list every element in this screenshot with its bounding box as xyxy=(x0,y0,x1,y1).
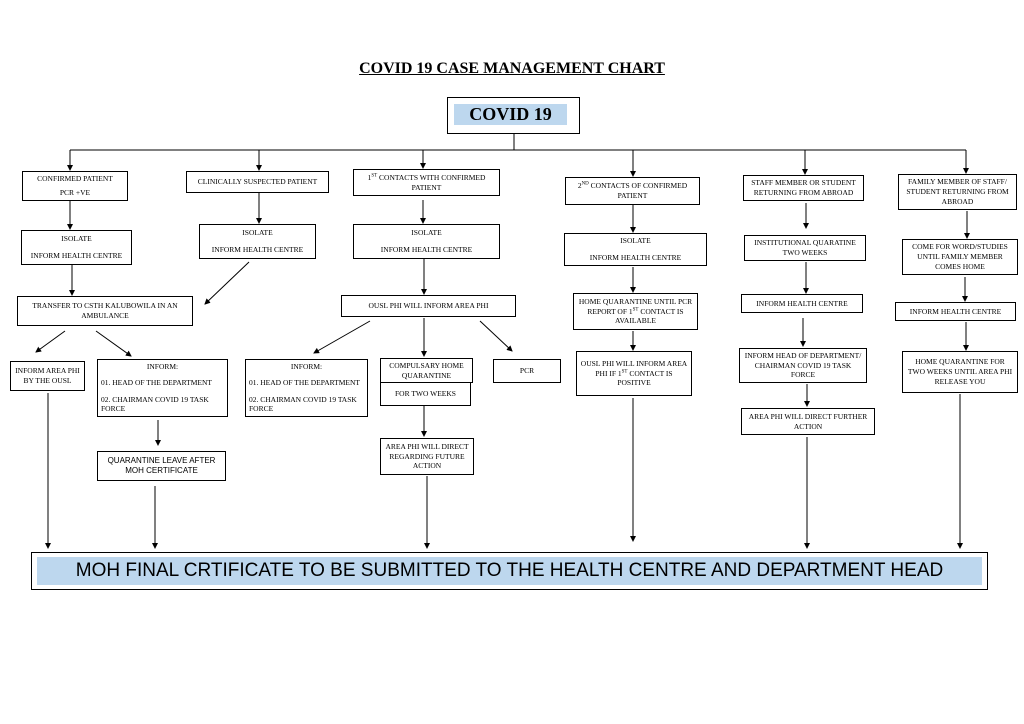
area-phi-future-label: AREA PHI WILL DIRECT REGARDING FUTURE AC… xyxy=(385,441,469,471)
two-weeks-label: FOR TWO WEEKS xyxy=(395,389,456,399)
ousl-phi-positive-box: OUSL PHI WILL INFORM AREA PHI IF 1ST CON… xyxy=(576,351,692,396)
come-for-work-label: COME FOR WORD/STUDIES UNTIL FAMILY MEMBE… xyxy=(912,242,1008,271)
isolate-label: ISOLATE xyxy=(411,228,442,238)
ousl-phi-positive-label: OUSL PHI WILL INFORM AREA PHI IF 1ST CON… xyxy=(580,358,688,388)
arrow-c3-inform xyxy=(313,320,371,354)
confirmed-patient-label: CONFIRMED PATIENT xyxy=(37,174,113,183)
two-weeks-box: FOR TWO WEEKS xyxy=(380,382,471,406)
inform-item-chairman: 02. CHAIRMAN COVID 19 TASK FORCE xyxy=(249,394,357,414)
ousl-phi-label: OUSL PHI WILL INFORM AREA PHI xyxy=(368,301,489,311)
family-member-box: FAMILY MEMBER OF STAFF/ STUDENT RETURNIN… xyxy=(898,174,1017,210)
second-contacts-box: 2ND CONTACTS OF CONFIRMED PATIENT xyxy=(565,177,700,205)
inform-health-centre-label: INFORM HEALTH CENTRE xyxy=(380,245,473,254)
inform-health-centre-label: INFORM HEALTH CENTRE xyxy=(589,253,682,262)
col3-isolate-box: ISOLATE INFORM HEALTH CENTRE xyxy=(353,224,500,259)
inform-item-head: 01. HEAD OF THE DEPARTMENT xyxy=(249,378,361,388)
staff-returning-box: STAFF MEMBER OR STUDENT RETURNING FROM A… xyxy=(743,175,864,201)
col6-inform-health-centre-box: INFORM HEALTH CENTRE xyxy=(895,302,1016,321)
col5-inform-health-centre-box: INFORM HEALTH CENTRE xyxy=(741,294,863,313)
col3-inform-box: INFORM: 01. HEAD OF THE DEPARTMENT 02. C… xyxy=(245,359,368,417)
inform-health-centre-label: INFORM HEALTH CENTRE xyxy=(756,298,848,308)
clinically-suspected-box: CLINICALLY SUSPECTED PATIENT xyxy=(186,171,329,193)
inform-item-chairman: 02. CHAIRMAN COVID 19 TASK FORCE xyxy=(101,394,209,414)
transfer-label: TRANSFER TO CSTH KALUBOWILA IN AN AMBULA… xyxy=(32,301,178,320)
arrow-c2-transfer xyxy=(204,261,250,305)
second-contacts-label: 2ND CONTACTS OF CONFIRMED PATIENT xyxy=(577,181,688,200)
inform-health-centre-label: INFORM HEALTH CENTRE xyxy=(211,245,304,254)
inform-area-phi-label: INFORM AREA PHI BY THE OUSL xyxy=(15,366,80,385)
inform-title: INFORM: xyxy=(146,362,179,371)
isolate-label: ISOLATE xyxy=(61,234,92,244)
quarantine-leave-box: QUARANTINE LEAVE AFTER MOH CERTIFICATE xyxy=(97,451,226,481)
pcr-label: PCR xyxy=(519,366,535,376)
chart-title: COVID 19 CASE MANAGEMENT CHART xyxy=(359,60,665,77)
arrow-c3-pcr xyxy=(479,320,513,352)
institutional-quarantine-box: INSTITUTIONAL QUARATINE TWO WEEKS xyxy=(744,235,866,261)
col1-isolate-box: ISOLATE INFORM HEALTH CENTRE xyxy=(21,230,132,265)
final-certificate-label: MOH FINAL CRTIFICATE TO BE SUBMITTED TO … xyxy=(37,557,982,585)
isolate-label: ISOLATE xyxy=(620,236,651,246)
clinically-suspected-label: CLINICALLY SUSPECTED PATIENT xyxy=(197,177,318,187)
inform-head-department-box: INFORM HEAD OF DEPARTMENT/ CHAIRMAN COVI… xyxy=(739,348,867,383)
institutional-quarantine-label: INSTITUTIONAL QUARATINE TWO WEEKS xyxy=(754,238,856,257)
inform-area-phi-box: INFORM AREA PHI BY THE OUSL xyxy=(10,361,85,391)
inform-head-department-label: INFORM HEAD OF DEPARTMENT/ CHAIRMAN COVI… xyxy=(744,350,862,380)
compulsary-quarantine-box: COMPULSARY HOME QUARANTINE xyxy=(380,358,473,383)
come-for-work-box: COME FOR WORD/STUDIES UNTIL FAMILY MEMBE… xyxy=(902,239,1018,275)
confirmed-patient-box: CONFIRMED PATIENT PCR +VE xyxy=(22,171,128,201)
col2-isolate-box: ISOLATE INFORM HEALTH CENTRE xyxy=(199,224,316,259)
first-contacts-box: 1ST CONTACTS WITH CONFIRMED PATIENT xyxy=(353,169,500,196)
quarantine-leave-label: QUARANTINE LEAVE AFTER MOH CERTIFICATE xyxy=(107,455,216,475)
arrow-c1-inform xyxy=(95,330,132,357)
arrow-c1-inform-phi xyxy=(35,330,66,353)
area-phi-future-box: AREA PHI WILL DIRECT REGARDING FUTURE AC… xyxy=(380,438,474,475)
home-quarantine-release-box: HOME QUARANTINE FOR TWO WEEKS UNTIL AREA… xyxy=(902,351,1018,393)
inform-item-head: 01. HEAD OF THE DEPARTMENT xyxy=(101,378,213,388)
pcr-box: PCR xyxy=(493,359,561,383)
pcr-positive-label: PCR +VE xyxy=(59,188,91,198)
staff-returning-label: STAFF MEMBER OR STUDENT RETURNING FROM A… xyxy=(751,178,856,197)
inform-health-centre-label: INFORM HEALTH CENTRE xyxy=(909,306,1002,316)
home-quarantine-pcr-box: HOME QUARANTINE UNTIL PCR REPORT OF 1ST … xyxy=(573,293,698,330)
first-contacts-label: 1ST CONTACTS WITH CONFIRMED PATIENT xyxy=(367,172,486,192)
compulsary-quarantine-label: COMPULSARY HOME QUARANTINE xyxy=(389,360,464,380)
covid-root-box: COVID 19 xyxy=(447,97,580,134)
col1-inform-box: INFORM: 01. HEAD OF THE DEPARTMENT 02. C… xyxy=(97,359,228,417)
transfer-csth-box: TRANSFER TO CSTH KALUBOWILA IN AN AMBULA… xyxy=(17,296,193,326)
area-phi-further-label: AREA PHI WILL DIRECT FURTHER ACTION xyxy=(748,411,868,431)
home-quarantine-pcr-label: HOME QUARANTINE UNTIL PCR REPORT OF 1ST … xyxy=(578,296,693,326)
home-quarantine-release-label: HOME QUARANTINE FOR TWO WEEKS UNTIL AREA… xyxy=(907,357,1013,386)
isolate-label: ISOLATE xyxy=(242,228,273,238)
col4-isolate-box: ISOLATE INFORM HEALTH CENTRE xyxy=(564,233,707,266)
area-phi-further-box: AREA PHI WILL DIRECT FURTHER ACTION xyxy=(741,408,875,435)
covid-root-label: COVID 19 xyxy=(454,104,567,125)
inform-health-centre-label: INFORM HEALTH CENTRE xyxy=(30,251,123,260)
ousl-phi-box: OUSL PHI WILL INFORM AREA PHI xyxy=(341,295,516,317)
inform-title: INFORM: xyxy=(290,362,323,371)
family-member-label: FAMILY MEMBER OF STAFF/ STUDENT RETURNIN… xyxy=(906,177,1009,206)
final-certificate-box: MOH FINAL CRTIFICATE TO BE SUBMITTED TO … xyxy=(31,552,988,590)
